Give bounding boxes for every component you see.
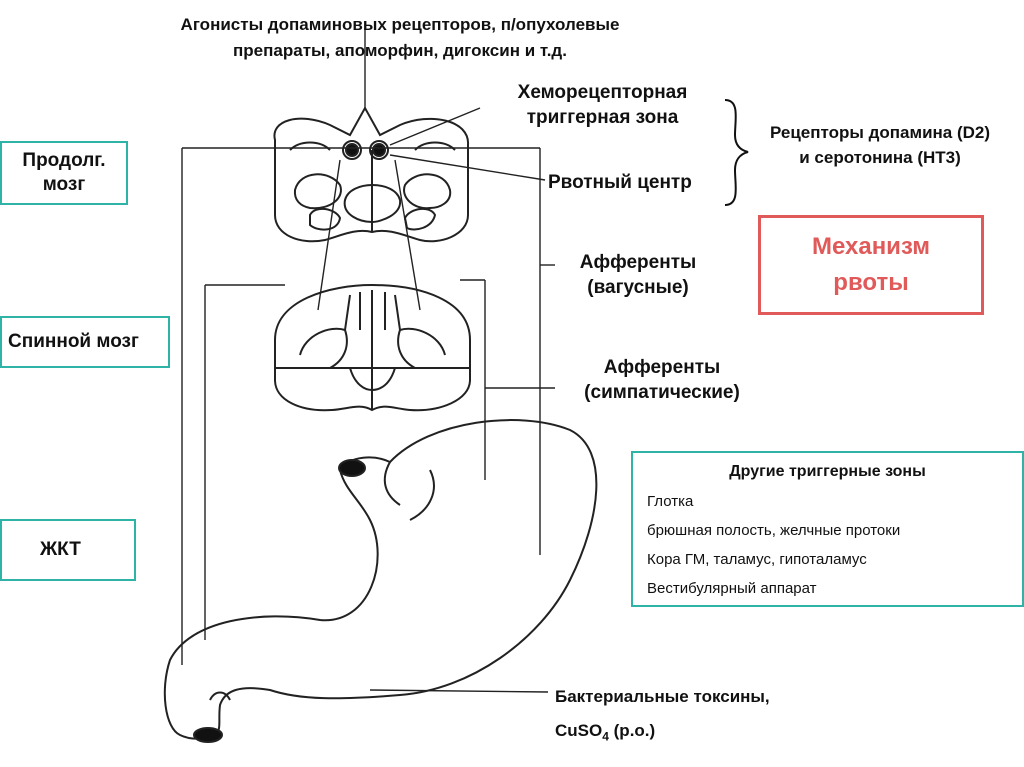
- other-trigger-item: Глотка: [647, 493, 694, 510]
- agonists-note-line1: Агонисты допаминовых рецепторов, п/опухо…: [180, 15, 620, 34]
- medulla-box: Продолг. мозг: [0, 141, 128, 205]
- other-trigger-item: Кора ГМ, таламус, гипоталамус: [647, 551, 867, 568]
- other-triggers-box: Другие триггерные зоны Глотка брюшная по…: [631, 451, 1024, 607]
- spinal-cord-box-label: Спинной мозг: [8, 331, 139, 352]
- toxins-label-line2: CuSO4 (p.o.): [555, 714, 855, 753]
- cuso-route: (p.o.): [608, 721, 656, 740]
- cuso-text: CuSO: [555, 721, 603, 740]
- ctz-label-line2: триггерная зона: [526, 107, 679, 128]
- gi-tract-box-label: ЖКТ: [40, 539, 81, 560]
- other-trigger-item: брюшная полость, желчные протоки: [647, 522, 901, 539]
- spinal-cord-drawing: [274, 283, 471, 412]
- medulla-box-line1: Продолг.: [22, 150, 106, 171]
- mechanism-line2: рвоты: [833, 269, 909, 296]
- toxins-label-line1: Бактериальные токсины,: [555, 687, 770, 706]
- receptor-brace: [724, 99, 749, 206]
- mechanism-box: Механизм рвоты: [758, 215, 984, 315]
- receptors-label: Рецепторы допамина (D2) и серотонина (НТ…: [755, 120, 1005, 170]
- stomach-drawing: [163, 419, 598, 743]
- receptors-label-line2: и серотонина (НТ3): [799, 148, 961, 167]
- receptors-label-line1: Рецепторы допамина (D2): [769, 123, 991, 142]
- medulla-drawing: [273, 105, 470, 243]
- ctz-label: Хеморецепторная триггерная зона: [490, 80, 715, 130]
- gi-tract-box: ЖКТ: [0, 519, 136, 581]
- afferents-vagal-label: Афференты (вагусные): [558, 250, 718, 300]
- mechanism-line1: Механизм: [811, 233, 931, 260]
- vomiting-center-label: Рвотный центр: [548, 172, 692, 193]
- afferents-sympathetic-label: Афференты (симпатические): [562, 355, 762, 405]
- agonists-note: Агонисты допаминовых рецепторов, п/опухо…: [120, 12, 680, 64]
- agonists-note-line2: препараты, апоморфин, дигоксин и т.д.: [233, 41, 567, 60]
- medulla-box-line2: мозг: [42, 174, 86, 195]
- afferents-vagal-line2: (вагусные): [587, 277, 689, 298]
- afferents-symp-line1: Афференты: [603, 357, 721, 378]
- spinal-cord-box: Спинной мозг: [0, 316, 170, 368]
- cuso-subscript: 4: [602, 729, 609, 744]
- toxins-label: Бактериальные токсины, CuSO4 (p.o.): [555, 680, 855, 753]
- afferents-symp-line2: (симпатические): [584, 382, 740, 403]
- ctz-label-line1: Хеморецепторная: [517, 82, 688, 103]
- afferents-vagal-line1: Афференты: [579, 252, 697, 273]
- other-trigger-item: Вестибулярный аппарат: [647, 580, 817, 597]
- other-triggers-title: Другие триггерные зоны: [729, 463, 926, 480]
